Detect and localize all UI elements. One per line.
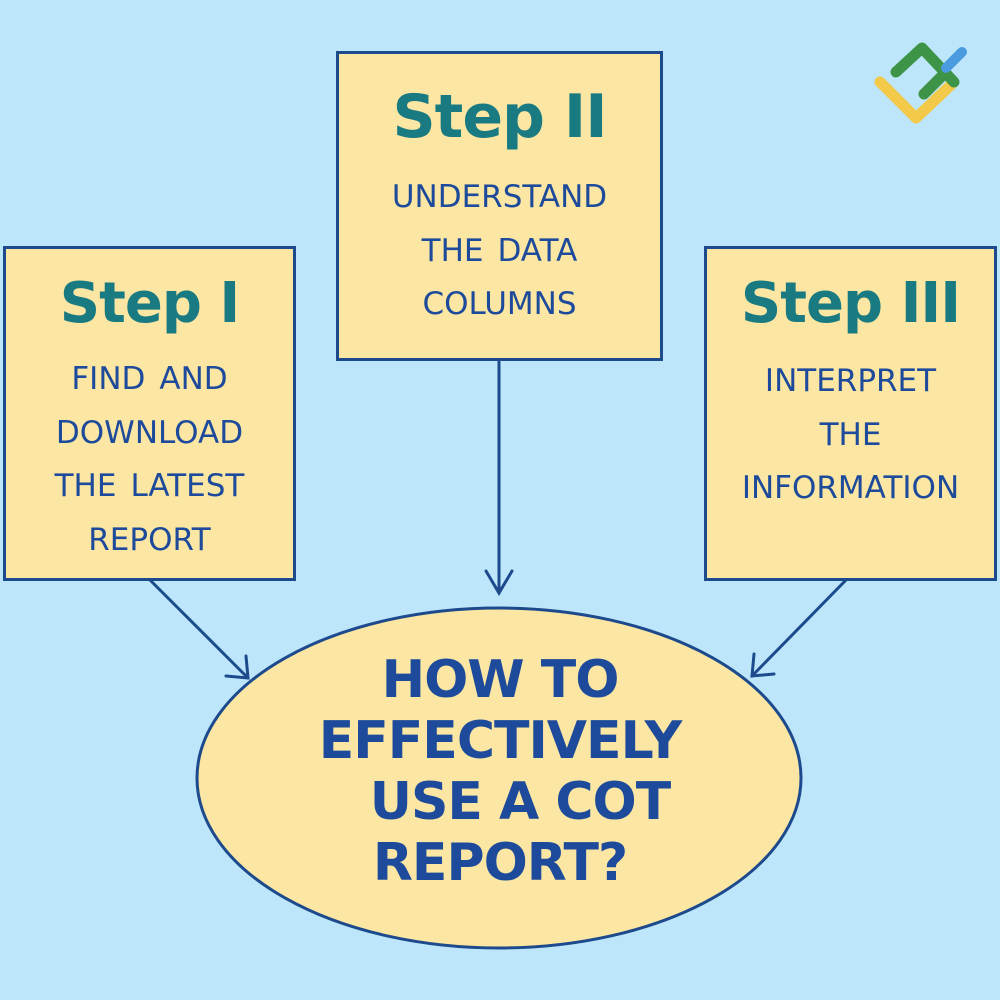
center-line: USE A COT xyxy=(369,772,672,832)
step-1-line: Report xyxy=(88,510,211,562)
step-3-line: the xyxy=(819,404,882,456)
step-2-title: Step II xyxy=(392,82,607,152)
step-1-description: Find and Download the Latest Report xyxy=(6,348,293,563)
step-2-description: Understand the Data Columns xyxy=(339,166,660,327)
center-line: HOW TO xyxy=(381,650,620,710)
step-3-line: Information xyxy=(741,458,960,510)
arrow-step3-to-center xyxy=(750,578,848,678)
step-3-title: Step III xyxy=(740,271,961,336)
center-ellipse xyxy=(195,606,803,950)
center-line: EFFECTIVELY xyxy=(318,711,683,771)
center-line: REPORT? xyxy=(372,833,628,893)
step-2-line: the Data xyxy=(421,220,578,272)
step-3-line: Interpret xyxy=(764,351,937,402)
step-2-line: Columns xyxy=(422,274,577,326)
center-question: HOW TO EFFECTIVELY USE A COT REPORT? xyxy=(200,650,800,894)
step-2-line: Understand xyxy=(391,167,608,218)
arrow-step2-to-center xyxy=(484,359,514,596)
arrow-step1-to-center xyxy=(148,578,250,680)
step-1-box: Step I Find and Download the Latest Repo… xyxy=(3,246,296,581)
step-1-line: Download xyxy=(55,402,244,454)
step-1-line: the Latest xyxy=(54,456,245,508)
step-1-title: Step I xyxy=(59,271,241,336)
brand-logo-icon xyxy=(874,42,967,124)
step-2-box: Step II Understand the Data Columns xyxy=(336,51,663,361)
step-3-description: Interpret the Information xyxy=(707,350,994,511)
step-1-line: Find and xyxy=(71,349,228,400)
step-3-box: Step III Interpret the Information xyxy=(704,246,997,581)
